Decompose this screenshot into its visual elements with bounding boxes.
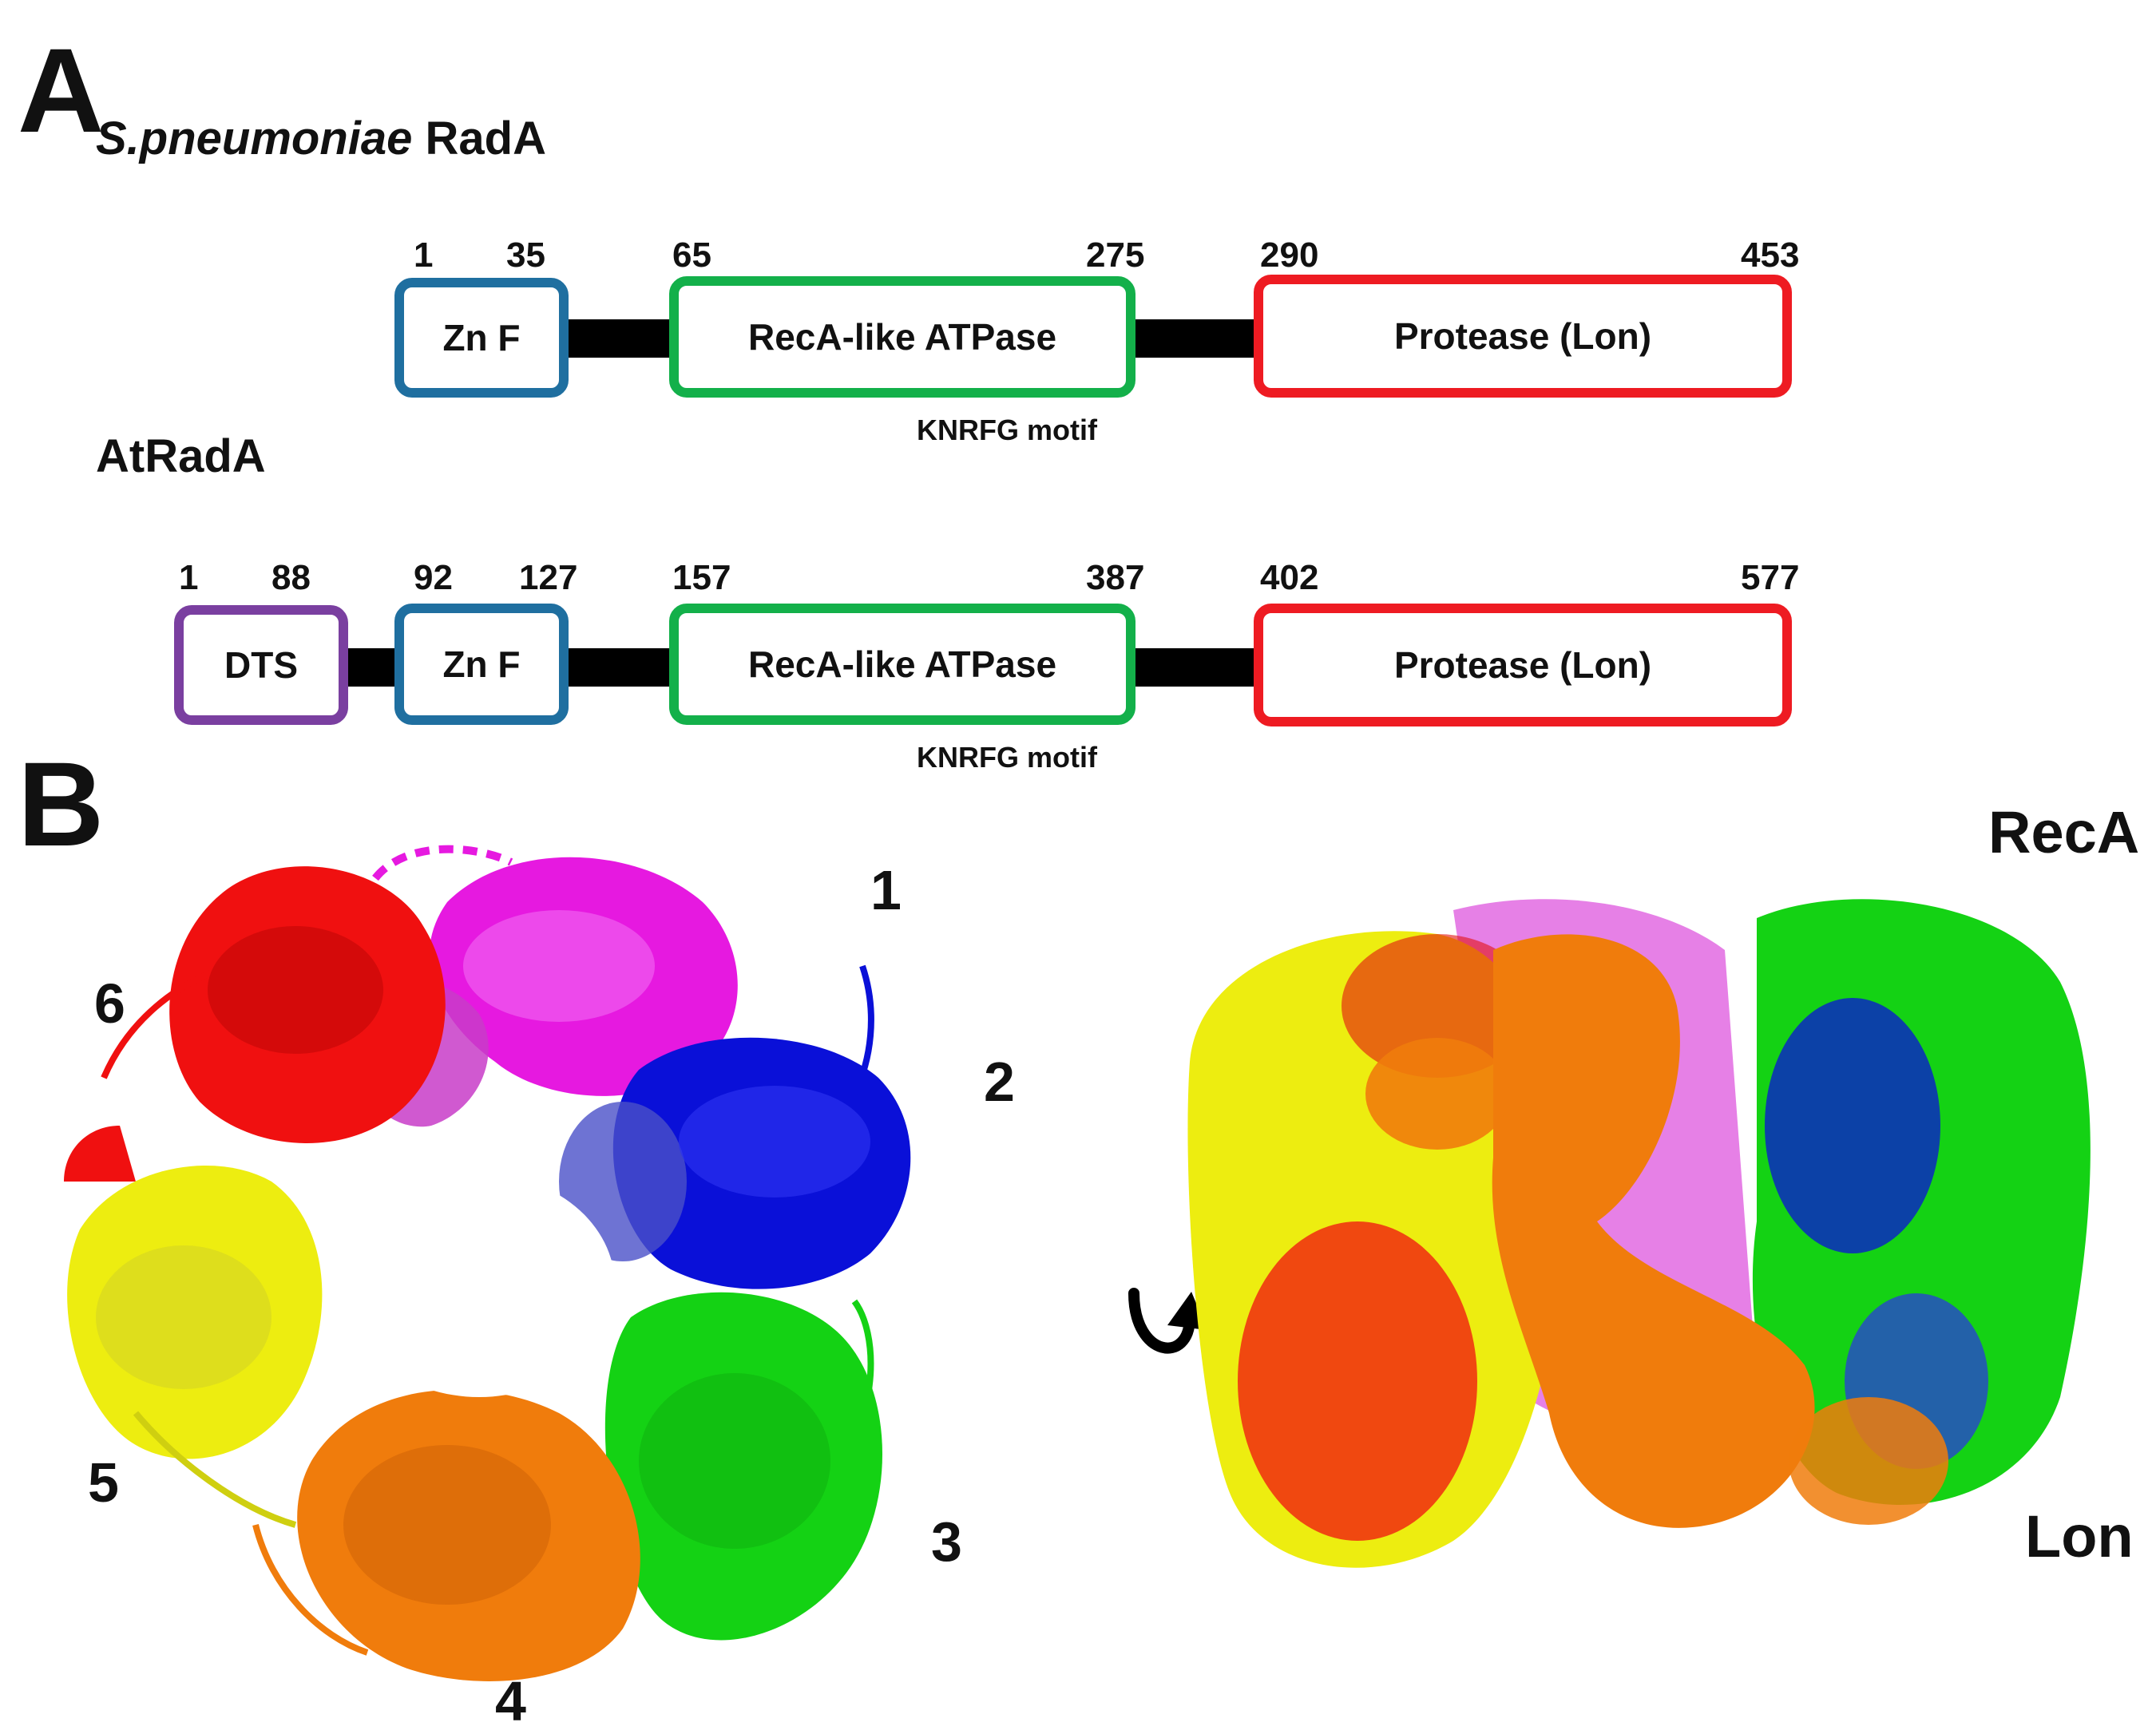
at-linker-2 xyxy=(562,648,682,687)
at-domain-reca-atpase: RecA-like ATPase xyxy=(669,604,1135,725)
panel-a-letter: A xyxy=(18,23,105,157)
sp-num-35: 35 xyxy=(506,236,545,275)
sp-title-species: S.pneumoniae xyxy=(96,113,413,164)
at-num-1: 1 xyxy=(179,558,199,597)
subunit-label-5: 5 xyxy=(88,1451,119,1514)
subunit-label-2: 2 xyxy=(984,1051,1015,1113)
sp-domain-protease-lon: Protease (Lon) xyxy=(1254,275,1792,398)
at-domain-znf: Zn F xyxy=(394,604,569,725)
hexamer-top-view xyxy=(64,845,911,1681)
sp-num-275: 275 xyxy=(1086,236,1145,275)
subunit-2-blue xyxy=(559,964,911,1289)
central-pore xyxy=(343,1174,615,1397)
sp-num-290: 290 xyxy=(1260,236,1319,275)
sp-title-protein: RadA xyxy=(412,113,546,164)
at-domain-dts: DTS xyxy=(174,605,348,725)
sp-num-65: 65 xyxy=(672,236,711,275)
at-num-92: 92 xyxy=(414,558,453,597)
at-num-402: 402 xyxy=(1260,558,1319,597)
at-num-157: 157 xyxy=(672,558,731,597)
subunit-label-6: 6 xyxy=(94,972,125,1035)
side-label-reca: RecA xyxy=(1988,799,2140,865)
at-domain-protease-lon: Protease (Lon) xyxy=(1254,604,1792,726)
subunit-4-orange xyxy=(252,1389,640,1681)
subunit-5-yellow xyxy=(67,1166,323,1528)
at-num-88: 88 xyxy=(271,558,311,597)
sp-num-1: 1 xyxy=(414,236,434,275)
at-title: AtRadA xyxy=(96,430,266,482)
sp-domain-reca-atpase: RecA-like ATPase xyxy=(669,276,1135,398)
panel-b-letter: B xyxy=(18,737,105,871)
subunit-label-4: 4 xyxy=(495,1670,526,1732)
side-green-blue-chains xyxy=(1752,899,2091,1505)
side-label-lon: Lon xyxy=(2025,1503,2134,1570)
side-orange-chain xyxy=(1365,934,1948,1528)
sp-linker-1 xyxy=(562,319,682,358)
at-num-577: 577 xyxy=(1741,558,1800,597)
sp-domain-znf: Zn F xyxy=(394,278,569,398)
subunit-label-3: 3 xyxy=(931,1510,962,1573)
hexamer-side-view xyxy=(1187,899,2091,1568)
at-linker-3 xyxy=(1126,648,1262,687)
sp-num-453: 453 xyxy=(1741,236,1800,275)
sp-title: S.pneumoniae RadA xyxy=(96,112,546,165)
sp-motif-label: KNRFG motif xyxy=(917,414,1097,446)
sp-linker-2 xyxy=(1126,319,1262,358)
subunit-6-red xyxy=(64,866,446,1182)
subunit-3-green xyxy=(604,1292,882,1641)
at-num-127: 127 xyxy=(519,558,578,597)
rotation-arrow-icon xyxy=(1128,1288,1207,1354)
subunit-label-1: 1 xyxy=(870,859,902,921)
at-motif-label: KNRFG motif xyxy=(917,741,1097,774)
at-num-387: 387 xyxy=(1086,558,1145,597)
